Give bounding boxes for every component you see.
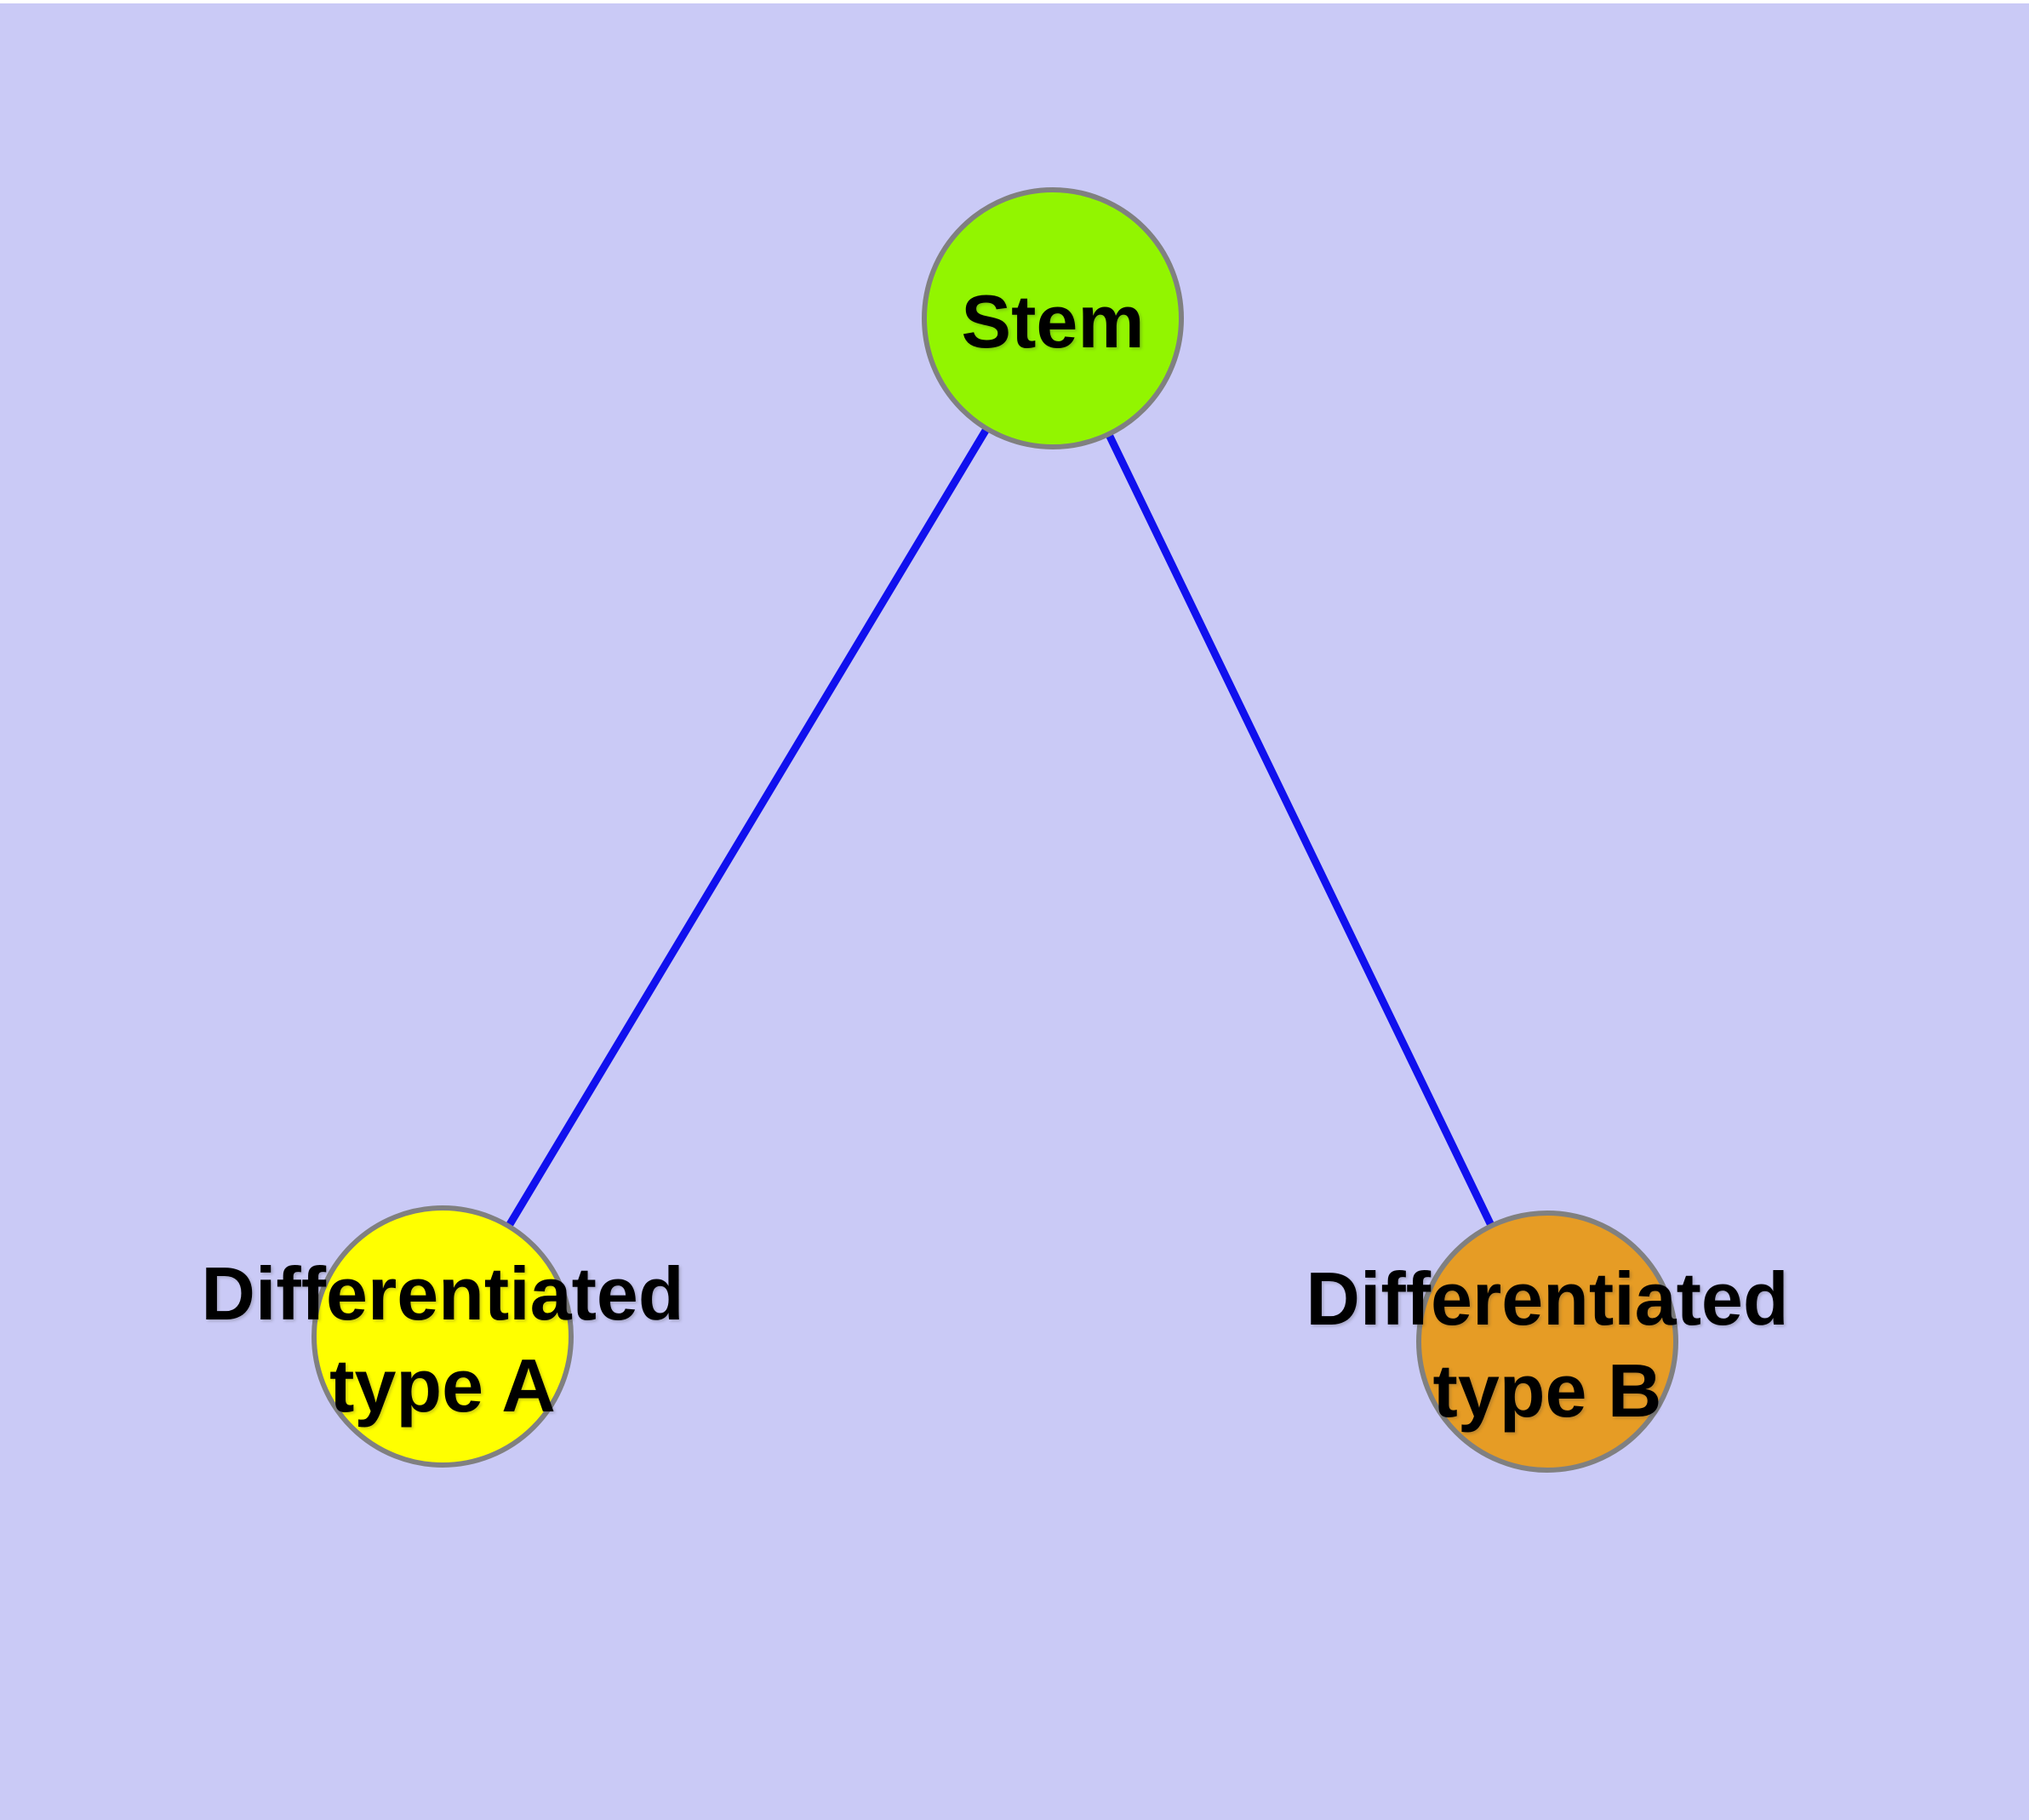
edge-stem-to-type-a xyxy=(439,316,1056,1339)
node-stem xyxy=(922,187,1184,449)
node-differentiated-type-b xyxy=(1416,1210,1678,1473)
label-line: Differentiated xyxy=(1306,1256,1789,1341)
node-differentiated-type-b-label: Differentiated type B xyxy=(1306,1253,1788,1437)
plot-area: Stem Differentiated type A Differentiate… xyxy=(0,3,2029,1820)
label-line: type A xyxy=(329,1343,556,1428)
graph-svg xyxy=(311,187,1678,1473)
node-differentiated-type-a xyxy=(311,1205,574,1468)
label-line: Stem xyxy=(961,279,1145,363)
label-line: type B xyxy=(1432,1348,1662,1433)
node-differentiated-type-a-label: Differentiated type A xyxy=(201,1248,683,1432)
top-margin-strip xyxy=(0,0,2029,3)
label-line: Differentiated xyxy=(201,1251,684,1336)
edge-stem-to-type-b xyxy=(1049,317,1552,1343)
node-stem-label: Stem xyxy=(961,276,1144,368)
